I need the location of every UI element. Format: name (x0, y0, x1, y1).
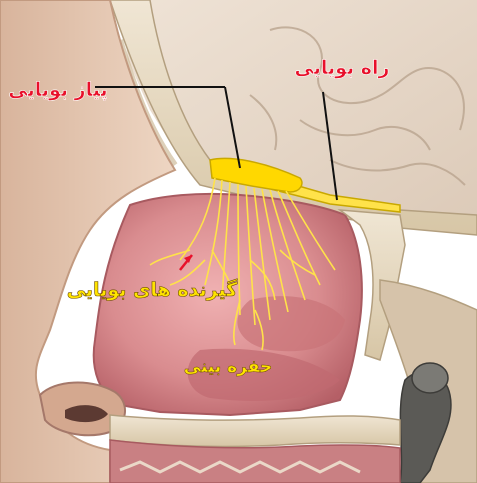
hard-palate (110, 415, 400, 446)
olfactory-receptors-label: گیرنده های بویایی (67, 278, 239, 301)
tube-opening (412, 363, 448, 393)
olfactory-bulb-label: پیاز بویایی (8, 79, 107, 101)
nasal-cavity-label: حفره بینی (184, 357, 272, 377)
olfactory-tract-label: راه بویایی (295, 57, 390, 79)
